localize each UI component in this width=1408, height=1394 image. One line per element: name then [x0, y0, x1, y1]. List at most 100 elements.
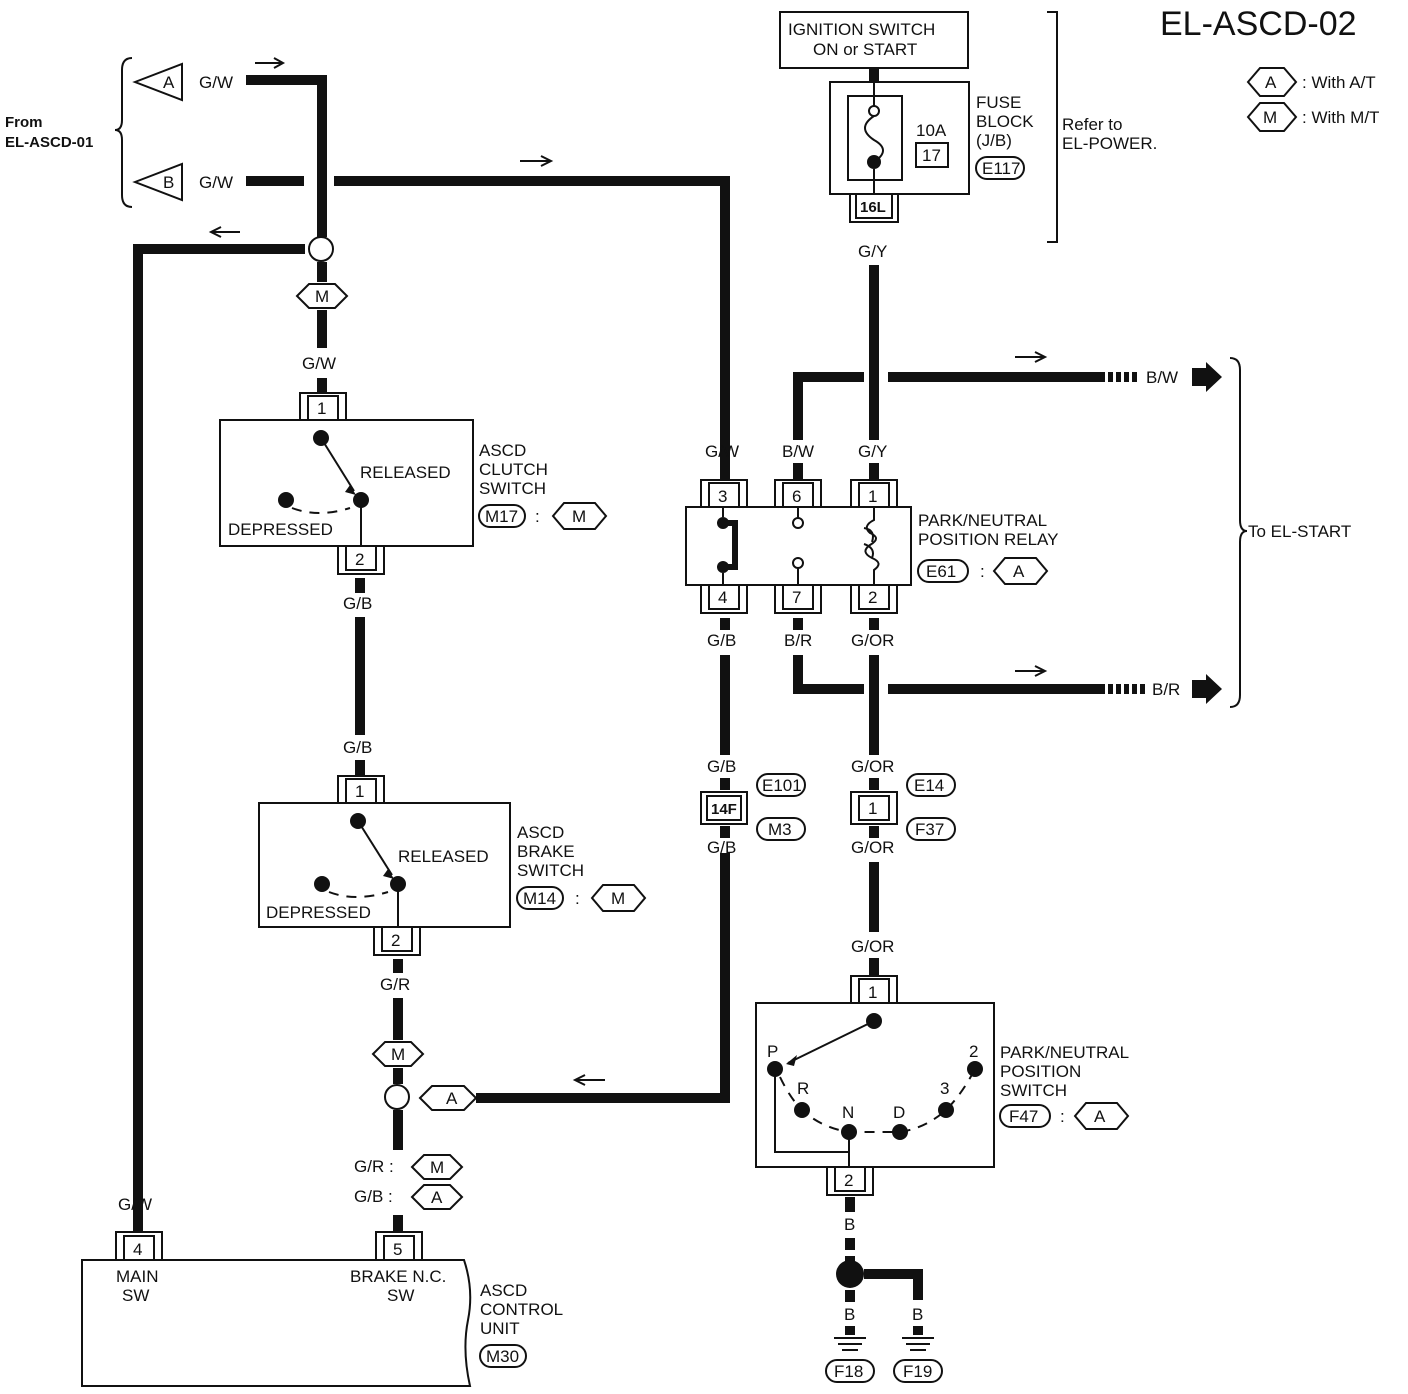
diagram-title: EL-ASCD-02 [1160, 5, 1357, 43]
ecu-name-3: UNIT [480, 1319, 520, 1338]
clutch-pin-1: 1 [317, 399, 326, 418]
legend-m-text: : With M/T [1302, 108, 1379, 127]
brake-pin-2: 2 [391, 931, 400, 950]
pn-conn-id: F47 [1009, 1107, 1038, 1126]
wire-label-gr: G/R [380, 975, 410, 994]
wire-label-gb-14f-bottom: G/B [707, 838, 736, 857]
from-label-1: From [5, 114, 43, 131]
wire-label-br-out: B/R [1152, 680, 1180, 699]
pn-pos-p: P [767, 1042, 778, 1061]
fuse-number: 17 [922, 146, 941, 165]
ascd-brake-switch: 1 2 RELEASED DEPRESSED ASCD BRAKE SWITCH… [258, 775, 647, 956]
wire-label-gy: G/Y [858, 442, 887, 461]
relay-name-2: POSITION RELAY [918, 530, 1058, 549]
connector-14f-label: 14F [711, 801, 737, 818]
relay-variant: A [1013, 562, 1025, 581]
wire-label-gor-e14-top: G/OR [851, 757, 894, 776]
flow-arrow-4 [572, 1074, 605, 1086]
junction-splice-2 [384, 1084, 410, 1110]
relay-pin-7: 7 [792, 588, 801, 607]
wire-label-gw-relay: G/W [705, 442, 739, 461]
refer-line-1: Refer to [1062, 115, 1122, 134]
park-neutral-relay: 3 6 1 4 7 2 PARK/NEUTRAL POSITION RELAY … [685, 479, 1058, 614]
incoming-a-arrow [132, 62, 183, 102]
from-label-2: EL-ASCD-01 [5, 134, 93, 151]
pn-pos-d: D [893, 1103, 905, 1122]
clutch-name-2: CLUTCH [479, 460, 548, 479]
ignition-switch: IGNITION SWITCH ON or START [779, 11, 969, 69]
relay-conn-id: E61 [926, 562, 956, 581]
pn-colon: : [1060, 1107, 1065, 1126]
connector-e14: E14 [914, 776, 944, 795]
fuse-terminal: 16L [860, 199, 886, 216]
wire-label-gw-clutch: G/W [302, 354, 336, 373]
wire-label-b-f19: B [912, 1305, 923, 1324]
wire-label-gw-a: G/W [199, 73, 233, 92]
wire-gw-to-main-sw [133, 244, 305, 1218]
clutch-conn-id: M17 [485, 507, 518, 526]
junction-splice [308, 236, 334, 262]
clutch-depressed-label: DEPRESSED [228, 520, 333, 539]
ground-f18-label: F18 [834, 1362, 863, 1381]
wire-label-gb-14f-top: G/B [707, 757, 736, 776]
variant-gb-label: G/B : [354, 1187, 393, 1206]
ground-symbol-f18: F18 [825, 1337, 875, 1383]
variant-a-label-1: A [446, 1089, 458, 1108]
variant-m-tag-2 [371, 1041, 425, 1067]
connector-m3: M3 [768, 820, 792, 839]
fuse-amps: 10A [916, 121, 947, 140]
legend-a-symbol: A [1265, 73, 1277, 92]
relay-pin-4: 4 [718, 588, 727, 607]
wire-label-gw-main: G/W [118, 1195, 152, 1214]
pn-pos-n: N [842, 1103, 854, 1122]
pn-pin-1: 1 [868, 983, 877, 1002]
brake-pin-1: 1 [355, 782, 364, 801]
variant-m-label-2: M [391, 1045, 405, 1064]
wire-gw-a [246, 75, 327, 237]
ecu-name-2: CONTROL [480, 1300, 563, 1319]
ecu-conn-id: M30 [486, 1347, 519, 1366]
ignition-line-1: IGNITION SWITCH [788, 20, 935, 39]
ignition-line-2: ON or START [813, 40, 917, 59]
pn-pos-r: R [797, 1079, 809, 1098]
incoming-b-arrow [132, 162, 183, 202]
wire-label-br: B/R [784, 631, 812, 650]
legend: A : With A/T M : With M/T [1246, 67, 1379, 132]
ecu-brake-label-1: BRAKE N.C. [350, 1267, 446, 1286]
wire-label-b-f18: B [844, 1305, 855, 1324]
pn-variant: A [1094, 1107, 1106, 1126]
wire-label-gw-b: G/W [199, 173, 233, 192]
variant-m-label-3: M [430, 1158, 444, 1177]
ground-f19-label: F19 [903, 1362, 932, 1381]
relay-pin-3: 3 [718, 487, 727, 506]
to-start-arrow-2 [1192, 674, 1222, 704]
wire-gb-a-return [476, 853, 730, 1103]
clutch-released-label: RELEASED [360, 463, 451, 482]
incoming-b-label: B [163, 173, 174, 192]
wire-bw-left [793, 372, 864, 440]
variant-a-tag-2 [410, 1184, 464, 1210]
to-start-arrow-1 [1192, 362, 1222, 392]
connector-f37: F37 [915, 820, 944, 839]
relay-name-1: PARK/NEUTRAL [918, 511, 1047, 530]
incoming-a-label: A [163, 73, 175, 92]
ecu-brake-label-2: SW [387, 1286, 414, 1305]
pn-name-3: SWITCH [1000, 1081, 1067, 1100]
ascd-control-unit: 4 5 MAIN SW BRAKE N.C. SW ASCD CONTROL U… [81, 1231, 563, 1387]
ecu-main-label-2: SW [122, 1286, 149, 1305]
wire-label-gb-2: G/B [343, 738, 372, 757]
ecu-name-1: ASCD [480, 1281, 527, 1300]
wire-label-gor-f37-bottom: G/OR [851, 838, 894, 857]
wire-label-bw-out: B/W [1146, 368, 1178, 387]
fuse-line-3: (J/B) [976, 131, 1012, 150]
wire-label-gor-switch: G/OR [851, 937, 894, 956]
wire-label-gor-relay: G/OR [851, 631, 894, 650]
legend-a-text: : With A/T [1302, 73, 1376, 92]
flow-arrow-3 [208, 226, 240, 238]
brake-depressed-label: DEPRESSED [266, 903, 371, 922]
flow-arrow-5 [1015, 351, 1048, 363]
relay-pin-1: 1 [868, 487, 877, 506]
pn-name-1: PARK/NEUTRAL [1000, 1043, 1129, 1062]
relay-pin-6: 6 [792, 487, 801, 506]
brake-variant: M [611, 889, 625, 908]
